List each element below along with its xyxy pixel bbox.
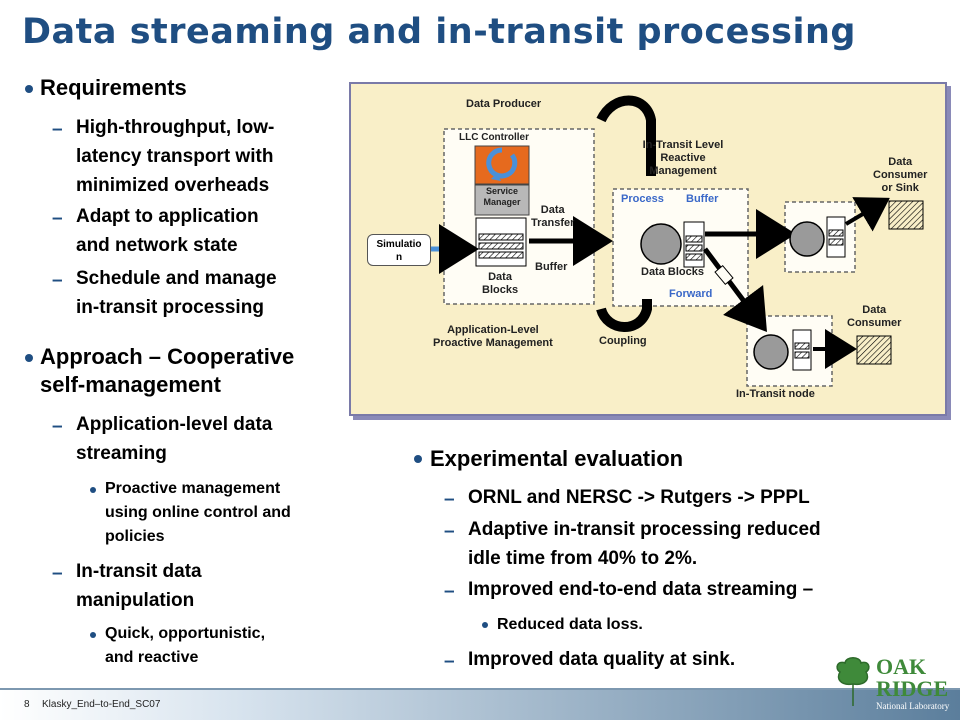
bullet-icon xyxy=(25,354,33,362)
dash-icon: – xyxy=(444,521,455,542)
approach-subitem-1: Proactive management using online contro… xyxy=(105,480,291,545)
dash-icon: – xyxy=(444,581,455,602)
bullet-icon xyxy=(482,622,488,628)
evaluation-subitem: Reduced data loss. xyxy=(497,616,643,633)
oak-leaf-icon xyxy=(836,657,870,706)
footer-text: Klasky_End–to-End_SC07 xyxy=(42,699,161,710)
dash-icon: – xyxy=(444,651,455,672)
process-label: Process xyxy=(621,193,664,205)
bullet-icon xyxy=(90,487,96,493)
dash-icon: – xyxy=(52,563,63,584)
requirements-heading: Requirements xyxy=(40,75,187,100)
bullet-icon xyxy=(90,632,96,638)
requirement-item-2: Adapt to application and network state xyxy=(76,206,259,256)
evaluation-item-4: Improved data quality at sink. xyxy=(468,649,736,670)
approach-item-2: In-transit data manipulation xyxy=(76,561,202,611)
oak-ridge-logo: OAK RIDGE National Laboratory xyxy=(832,652,952,714)
dash-icon: – xyxy=(52,208,63,229)
logo-line-2: RIDGE xyxy=(876,676,949,701)
approach-subitem-2: Quick, opportunistic, and reactive xyxy=(105,625,266,666)
diagram-graphics xyxy=(431,95,924,387)
forward-label: Forward xyxy=(669,288,713,300)
logo-line-3: National Laboratory xyxy=(876,701,950,711)
in-transit-node-label: In-Transit node xyxy=(736,388,815,400)
page-title: Data streaming and in-transit processing xyxy=(22,12,856,52)
data-blocks-right-label: Data Blocks xyxy=(641,266,704,278)
requirement-item-3: Schedule and manage in-transit processin… xyxy=(76,268,277,318)
approach-item-1: Application-level data streaming xyxy=(76,414,273,464)
bullet-icon xyxy=(414,455,422,463)
page-number: 8 xyxy=(24,699,30,710)
logo-line-1: OAK xyxy=(876,654,927,679)
footer-bar xyxy=(0,690,960,720)
dash-icon: – xyxy=(52,416,63,437)
requirement-item-1: High-throughput, low- latency transport … xyxy=(76,117,275,196)
dash-icon: – xyxy=(52,119,63,140)
evaluation-item-2: Adaptive in-transit processing reduced i… xyxy=(468,519,821,569)
evaluation-item-1: ORNL and NERSC -> Rutgers -> PPPL xyxy=(468,487,810,508)
coupling-label: Coupling xyxy=(599,335,647,347)
approach-heading: Approach – Cooperative self-management xyxy=(40,344,295,397)
bullet-icon xyxy=(25,85,33,93)
dash-icon: – xyxy=(52,270,63,291)
footer-divider xyxy=(0,688,960,690)
dash-icon: – xyxy=(444,489,455,510)
buffer-right-label: Buffer xyxy=(686,193,719,205)
llc-controller-label: LLC Controller xyxy=(459,132,529,143)
evaluation-item-3: Improved end-to-end data streaming – xyxy=(468,579,814,600)
buffer-left-label: Buffer xyxy=(535,261,568,273)
evaluation-heading: Experimental evaluation xyxy=(430,446,684,471)
data-producer-label: Data Producer xyxy=(466,98,542,110)
